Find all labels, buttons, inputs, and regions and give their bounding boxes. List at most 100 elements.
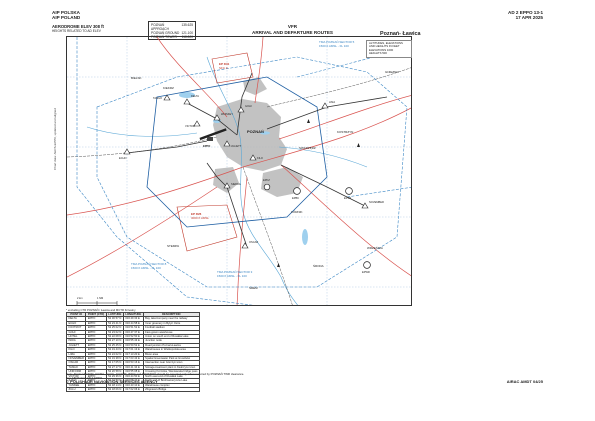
aerodrome-epsr [345,187,353,195]
label-golf: GOLF [245,104,252,108]
table-note-top: * excluding CTR POZNAŃ / Ławica and MCTR… [66,308,136,312]
ep-r26-area [176,204,238,252]
label-eppo: EPPO [203,144,210,148]
ctr-boundary [146,76,328,228]
table-cell: Bay, lake/company near the railway [142,316,200,322]
label-srem: ŚREM [249,285,258,290]
point-delta [183,98,191,105]
altitude-legend: ALTITUDES, ELEVATIONS AND HEIGHTS IN FEE… [366,40,412,58]
label-tma-1-sub: 1500 ft AMSL - FL 100 [319,44,349,48]
obstacle-1 [307,119,310,123]
header-chart-id: AD 2 EPPO 13-1 [508,10,543,15]
rail-south [242,166,293,305]
aerodrome-epbk [293,187,301,195]
label-wrzesnia: WRZEŚNIA [367,245,383,250]
lake-kiekrz [179,92,195,98]
tma-inner [96,56,408,288]
label-tma-2-sub: 1500 ft AMSL - FL 100 [131,266,161,270]
point-oscar [241,242,249,249]
altitude-line3: ELEVATIONS 1000 [369,47,394,52]
chart-title-line1: VFR [287,24,298,29]
point-kilo [249,154,257,161]
road-se [280,164,411,277]
header-aip-polska: AIP POLSKA [52,10,80,15]
table-cell: ZULU [65,386,87,393]
table-cell: JULIETT [65,342,87,349]
map-label-group: EP D31 SFC 0 EP R26 3000 ft AMSL TMA POZ… [77,40,399,300]
label-kostrzyn: KOSTRZYN [337,130,353,134]
road-s11 [156,37,228,118]
table-cell: Fast-grown warehouse [142,329,200,336]
table-cell: 52 17 05 N [105,360,124,366]
table-cell: 52 25 02 N [105,325,124,331]
route-sierra [206,162,228,188]
point-echo [123,148,131,155]
urban-poznan [213,99,287,171]
label-tma-1: TMA POZNAŃ SECTOR 5 [319,40,355,44]
table-cell: UNIFORM [65,369,87,375]
chart-title: VFR ARRIVAL AND DEPARTURE ROUTES [252,24,333,35]
header-date: 17 APR 2025 [515,15,543,21]
altitude-line2: AND HEIGHTS IN FEET [369,44,400,49]
label-epwr: EPWR [362,270,370,274]
table-cell: VICTOR [65,373,87,380]
freq-name: POZNAŃ APPROACH [151,22,169,31]
freq-row-approach: POZNAŃ APPROACH 135.625 [151,23,193,31]
table-cell: 017 02 06 E [122,386,144,393]
label-echo: ECHO [119,156,127,160]
table-cell: FOXTROT [65,325,87,331]
label-ep-d31-sub: SFC 0 [219,66,228,70]
table-cell: Inner greenery in Bytyń Ostre [142,320,200,327]
table-cell: HOTEL [65,333,87,340]
aerodrome-note: HEIGHTS RELATED TO AD ELEV [52,29,101,33]
runway [199,128,227,141]
urban-areas [213,77,303,197]
point-victor [193,120,201,127]
table-cell: 52 19 43 N [105,347,124,353]
route-echo [126,140,208,154]
table-cell: 52 18 06 N [105,386,124,393]
aerodrome-other [363,261,371,269]
airport-name: Poznań- Ławica [380,31,421,37]
header-left: AIP POLSKA AIP POLAND [52,10,80,21]
label-oscar: OSCAR [249,240,258,244]
aerodrome-elev: AERODROME ELEV 308 ft [52,24,104,29]
table-cell: OSCAR [65,360,87,366]
obstacle-3 [277,263,280,267]
label-epbk: EPBK [292,196,299,200]
table-cell: 52 34 50 N [105,378,124,384]
map-frame: EP D31 SFC 0 EP R26 3000 ft AMSL TMA POZ… [66,36,412,306]
freq-value: 135.625 [181,22,193,27]
label-victor: VICTOR [185,124,195,128]
label-kornik: KÓRNIK [291,209,303,214]
point-november [361,202,369,209]
map-grid [67,37,411,305]
footer-agency: © POLISH AIR NAVIGATION SERVICES AGENCY [66,379,158,384]
label-sierra: SIERRA [231,182,241,186]
aerodrome-epkz [263,183,271,191]
table-cell: 52 27 10 N [105,338,124,344]
label-poznan: POZNAŃ [247,129,264,134]
table-cell: 52 30 57 N [105,316,124,322]
table-cell: 52 18 14 N [105,382,124,388]
sidebar-credit: Chart data: AECS-EPPO, updated and align… [53,108,57,170]
roads [67,37,411,305]
obstacle-2 [357,143,360,147]
label-tma-3-sub: 1500 ft AMSL - FL 100 [217,274,247,278]
header-aip-poland: AIP POLAND [52,15,81,21]
urban-lubon [213,167,239,193]
label-epsr: EPSR [344,196,351,200]
point-golf [237,106,245,113]
label-tma-3: TMA POZNAŃ SECTOR 3 [217,270,253,274]
road-sw [67,186,218,278]
chart-title-line2: ARRIVAL AND DEPARTURE ROUTES [252,29,333,35]
route-se [280,164,368,208]
ep-d31-area [211,52,254,84]
label-juliett: JULIETT [231,144,242,148]
